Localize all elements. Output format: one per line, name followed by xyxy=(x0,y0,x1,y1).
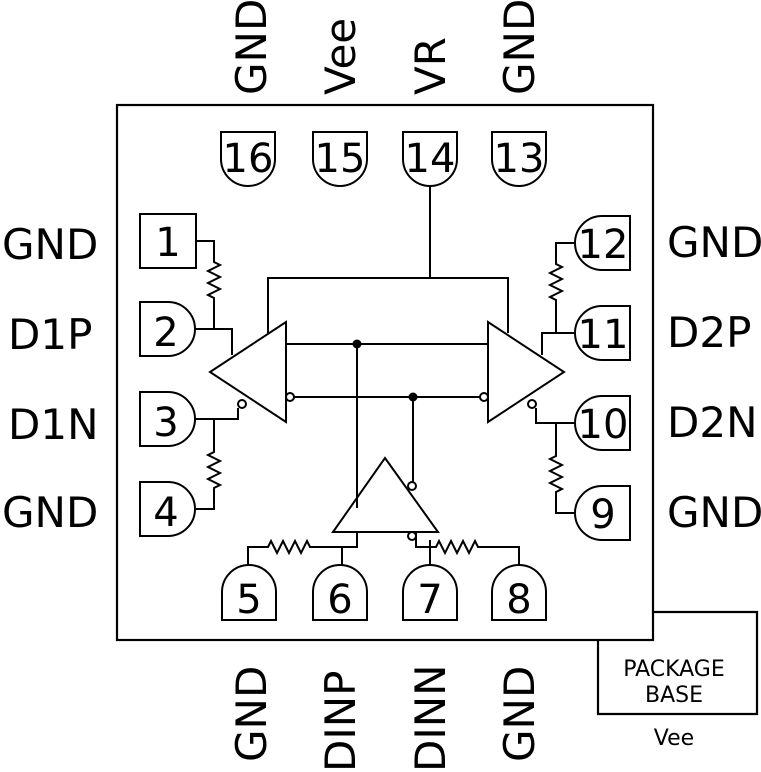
bottom-label-gnd-5: GND xyxy=(227,666,276,762)
svg-text:14: 14 xyxy=(405,136,456,182)
svg-text:5: 5 xyxy=(236,577,261,623)
top-label-vr: VR xyxy=(406,37,455,95)
svg-text:10: 10 xyxy=(578,402,629,448)
left-buffer-triangle xyxy=(208,320,287,424)
pin-13: 13 xyxy=(491,131,547,187)
top-label-gnd-16: GND xyxy=(227,0,276,95)
top-label-gnd-13: GND xyxy=(495,0,544,95)
pin-7: 7 xyxy=(402,564,458,623)
svg-text:1: 1 xyxy=(155,220,180,266)
pin-1: 1 xyxy=(139,213,197,269)
right-label-gnd-9: GND xyxy=(667,488,761,537)
bottom-label-dinp: DINP xyxy=(316,671,365,772)
left-label-d1n: D1N xyxy=(8,400,98,449)
pin-14: 14 xyxy=(402,131,458,187)
svg-text:6: 6 xyxy=(327,577,352,623)
pin-4: 4 xyxy=(139,481,196,537)
left-label-gnd-1: GND xyxy=(2,220,98,269)
pin-12: 12 xyxy=(574,215,631,271)
pin-10: 10 xyxy=(574,395,631,451)
svg-text:4: 4 xyxy=(153,490,178,536)
top-label-vee: Vee xyxy=(316,18,365,95)
right-label-d2n: D2N xyxy=(667,398,757,447)
right-label-gnd-12: GND xyxy=(667,218,761,267)
pin-16: 16 xyxy=(220,131,276,187)
right-label-d2p: D2P xyxy=(667,308,751,357)
bottom-label-gnd-8: GND xyxy=(495,666,544,762)
pin-9: 9 xyxy=(574,485,631,541)
pin-6: 6 xyxy=(312,564,368,623)
bottom-label-dinn: DINN xyxy=(406,664,455,772)
pin-3: 3 xyxy=(139,391,196,447)
left-label-d1p: D1P xyxy=(8,310,92,359)
input-buffer-triangle xyxy=(331,456,440,533)
svg-text:9: 9 xyxy=(590,492,615,538)
pin-15: 15 xyxy=(312,131,368,187)
svg-text:15: 15 xyxy=(315,136,366,182)
package-base-line2: BASE xyxy=(645,683,703,708)
pin-8: 8 xyxy=(491,564,547,623)
svg-text:3: 3 xyxy=(153,400,178,446)
internal-circuit xyxy=(195,186,576,566)
left-label-gnd-4: GND xyxy=(2,488,98,537)
pin-2: 2 xyxy=(139,301,196,357)
right-buffer-triangle xyxy=(487,320,566,424)
package-base-line1: PACKAGE xyxy=(623,657,725,682)
package-base-box xyxy=(596,610,759,716)
pin-5: 5 xyxy=(221,564,277,623)
svg-text:13: 13 xyxy=(494,136,545,182)
svg-text:16: 16 xyxy=(223,136,274,182)
svg-text:12: 12 xyxy=(578,222,629,268)
chip-body xyxy=(115,103,655,642)
package-base-supply: Vee xyxy=(654,726,694,751)
svg-text:11: 11 xyxy=(578,312,629,358)
svg-text:8: 8 xyxy=(506,577,531,623)
pin-11: 11 xyxy=(574,305,631,361)
svg-text:2: 2 xyxy=(153,310,178,356)
svg-text:7: 7 xyxy=(417,577,442,623)
